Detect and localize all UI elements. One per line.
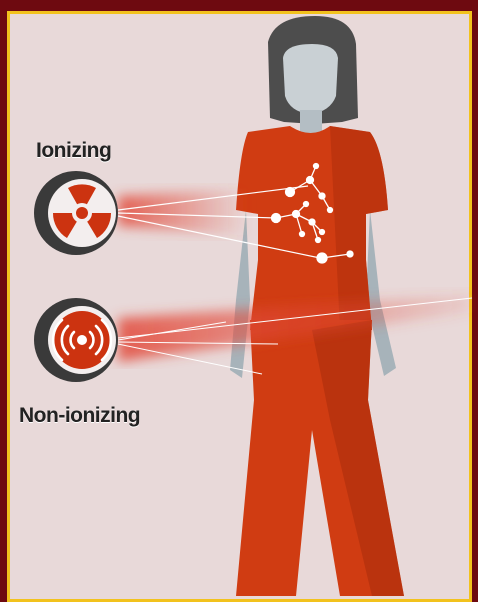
human-figure: [230, 16, 404, 596]
pants-shade: [312, 320, 404, 596]
shirt-shade: [330, 126, 388, 330]
right-arm: [366, 210, 396, 376]
non-ionizing-label: Non-ionizing: [19, 404, 141, 427]
non-ionizing-beam: [117, 294, 473, 375]
radiation-trefoil-icon: [34, 171, 118, 255]
ionizing-label: Ionizing: [36, 139, 112, 162]
radio-waves-icon: [34, 298, 118, 382]
ionizing-beam: [117, 185, 321, 259]
face: [283, 44, 338, 114]
molecule-network: [270, 162, 354, 264]
neck: [300, 110, 322, 134]
